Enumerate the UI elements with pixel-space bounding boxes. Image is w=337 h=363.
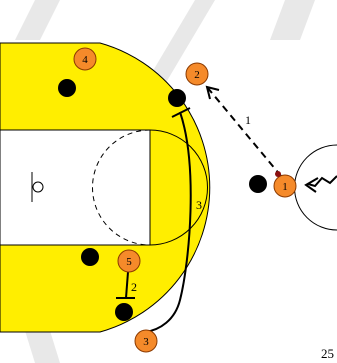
svg-text:1: 1 — [282, 181, 288, 193]
dribble-line — [307, 175, 337, 188]
basket — [32, 181, 44, 193]
defender-marker — [58, 79, 76, 97]
player-2: 2 — [185, 62, 209, 86]
defender-marker — [81, 248, 99, 266]
svg-text:5: 5 — [126, 256, 132, 268]
cut-path — [144, 111, 192, 333]
pass-arrowhead — [205, 85, 220, 100]
dribble-arrowhead — [304, 177, 319, 193]
player-5: 5 — [117, 249, 141, 273]
defender-marker — [168, 89, 186, 107]
action-label-3: 3 — [196, 198, 202, 212]
defender-marker — [249, 175, 267, 193]
screen-line — [125, 271, 129, 299]
ball-icon — [275, 171, 281, 177]
player-4: 4 — [73, 47, 97, 71]
pass-line — [206, 86, 282, 177]
svg-text:2: 2 — [194, 69, 200, 81]
free-throw-circle-solid — [149, 129, 208, 246]
action-label-2: 2 — [131, 280, 137, 294]
page-number: 25 — [321, 346, 334, 361]
cut-screen-bar — [171, 107, 191, 118]
offense-players: 4 2 1 5 3 — [73, 47, 297, 353]
center-circle — [294, 144, 337, 231]
svg-text:4: 4 — [82, 54, 88, 66]
svg-text:3: 3 — [143, 336, 149, 348]
free-throw-circle-dashed — [92, 129, 151, 246]
player-1: 1 — [273, 171, 297, 198]
paint-lane — [0, 129, 151, 246]
action-label-1: 1 — [245, 113, 251, 127]
player-3: 3 — [134, 329, 158, 353]
defenders — [58, 79, 267, 321]
defender-marker — [115, 303, 133, 321]
